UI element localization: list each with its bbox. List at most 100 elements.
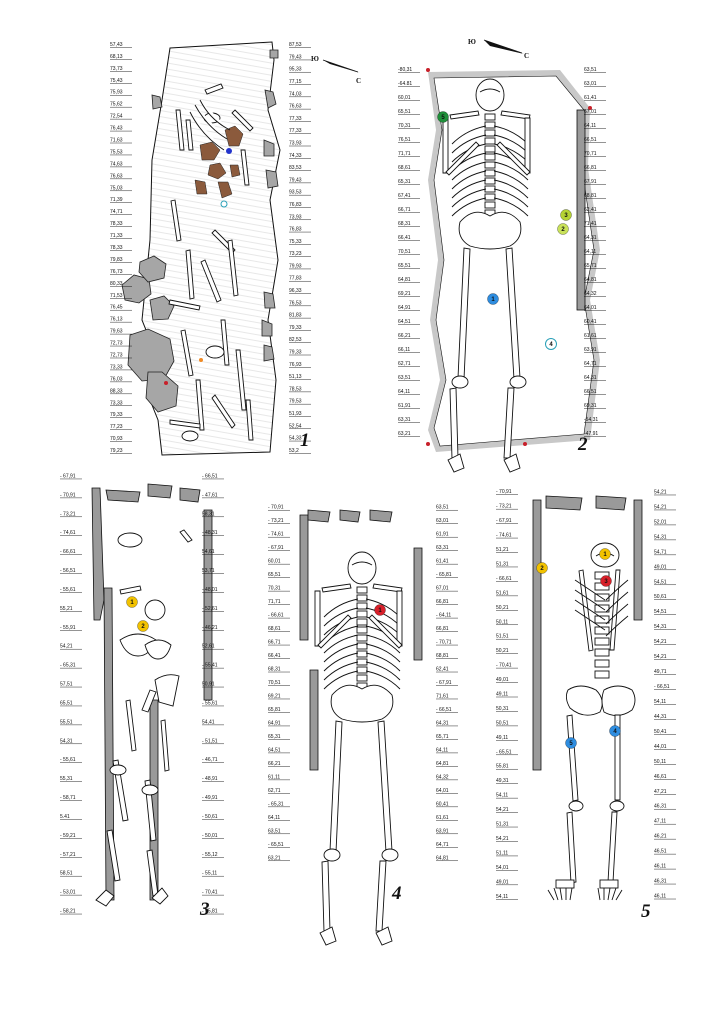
- wall-slab: [307, 509, 331, 523]
- elevation-label: - 55,12: [202, 852, 218, 858]
- find-marker: 4: [545, 338, 557, 350]
- skeleton-5: [547, 542, 636, 901]
- elevation-label: 63,51: [584, 67, 597, 73]
- find-number: 5: [569, 741, 573, 747]
- elevation-label: 62,41: [436, 667, 449, 673]
- elevation-label: 60,01: [268, 559, 281, 565]
- elevation-label: 64,11: [398, 389, 410, 395]
- elevation-label: 79,53: [289, 399, 302, 405]
- elevation-label: 79,33: [289, 350, 302, 356]
- bones-disarticulated: [95, 529, 193, 907]
- elevation-label: 70,71: [584, 151, 597, 157]
- elevation-label: 64,81: [398, 277, 411, 283]
- wall-slab: [633, 499, 643, 621]
- elevation-label: 75,03: [110, 185, 123, 191]
- wall-slab: [179, 487, 201, 503]
- elevation-label: 80,33: [110, 281, 123, 287]
- elevation-label: 51,21: [496, 547, 509, 553]
- elevation-label: - 65,81: [436, 572, 452, 578]
- elevation-label: 54,21: [654, 654, 667, 660]
- elevation-label: 78,33: [110, 221, 123, 227]
- elevation-label: 51,51: [496, 634, 509, 640]
- elevation-label: 64,71: [436, 842, 449, 848]
- elevation-label: 68,31: [268, 667, 281, 673]
- elevation-label: - 55,91: [60, 625, 76, 631]
- elevation-label: 77,33: [289, 116, 302, 122]
- elevation-label: 76,03: [110, 376, 123, 382]
- elevation-label: 63,01: [584, 81, 597, 87]
- elevation-label: - 73,21: [268, 518, 284, 524]
- elevation-label: 65,51: [398, 263, 411, 269]
- elevation-label: 70,51: [398, 249, 411, 255]
- elevation-label: 64,31: [436, 720, 449, 726]
- panel-2: 5 1 3 2 4 Ю С -80,31-64.: [398, 38, 606, 473]
- wall-slab: [545, 495, 583, 511]
- elevation-label: 70,93: [110, 436, 123, 442]
- elevation-label: - 58,71: [60, 795, 76, 801]
- elevation-label: - 66,61: [268, 613, 284, 619]
- elevation-label: 49,01: [654, 564, 667, 570]
- elevation-label: 63,31: [398, 417, 411, 423]
- elevation-label: 64,51: [398, 319, 411, 325]
- elevation-label: -64.81: [398, 81, 412, 87]
- elevation-label: 70,51: [268, 680, 281, 686]
- elevation-label: 66,81: [584, 165, 597, 171]
- elevation-label: 50,51: [496, 720, 509, 726]
- elevation-label: 66,51: [584, 137, 597, 143]
- panel-number: 2: [577, 434, 588, 455]
- elevation-label: 64,32: [584, 291, 597, 297]
- elevation-label: - 58,21: [60, 909, 76, 915]
- elevation-label: 71,33: [110, 233, 123, 239]
- elevation-label: - 66,61: [60, 549, 76, 555]
- elevation-label: 65,71: [436, 734, 449, 740]
- elevation-label: 68,81: [436, 653, 449, 659]
- elevation-label: 67,01: [584, 109, 597, 115]
- elevation-label: 50,21: [496, 605, 509, 611]
- elevation-label: - 74,61: [496, 533, 512, 539]
- find-number: 1: [378, 608, 382, 614]
- elevation-label: -47,91: [584, 431, 598, 437]
- elevation-label: 82,53: [289, 337, 302, 343]
- find-number: 3: [604, 579, 608, 585]
- elevation-label: 71,39: [110, 197, 123, 203]
- elevation-label: 54,71: [654, 549, 667, 555]
- elevation-label: - 67,91: [436, 680, 452, 686]
- wall-slab: [299, 514, 309, 641]
- elevation-label: 50,21: [496, 648, 509, 654]
- compass-south-label: Ю: [468, 38, 476, 46]
- elevation-label: 46,51: [654, 849, 667, 855]
- panel-number: 3: [199, 899, 210, 920]
- elevation-label: 64,01: [584, 305, 597, 311]
- elevation-label: - 70,41: [496, 663, 512, 669]
- compass-north-label: С: [524, 52, 529, 60]
- bones-scatter: [168, 83, 254, 442]
- elevation-label: - 55,81: [202, 909, 218, 915]
- elevation-label: 66,51: [584, 389, 597, 395]
- elevation-label: 71,71: [268, 599, 281, 605]
- find-marker: 3: [600, 575, 612, 587]
- elevation-label: 54,21: [654, 504, 667, 510]
- elevation-label: - 52,61: [202, 606, 218, 612]
- elevation-label: 74,03: [289, 91, 302, 97]
- elevation-label: 76,83: [289, 202, 302, 208]
- elevation-label: 54,01: [496, 865, 509, 871]
- elevation-label: 64,71: [584, 361, 597, 367]
- elevation-label: 51,13: [289, 374, 302, 380]
- elevation-label: - 55,11: [202, 871, 217, 877]
- panel-4: 1 - 70,91- 73,21- 74,61- 67,9160,0165,51…: [268, 505, 458, 946]
- elevation-label: 61,61: [436, 815, 449, 821]
- elevation-label: - 46,21: [202, 625, 218, 631]
- elevation-label: 76,53: [289, 300, 302, 306]
- north-arrow: Ю С: [311, 55, 361, 85]
- elevation-label: - 48,91: [202, 776, 218, 782]
- elevation-label: 81,83: [289, 313, 302, 319]
- find-number: 4: [613, 729, 617, 735]
- elevation-label: 71,53: [110, 293, 123, 299]
- elevation-label: -54,31: [584, 417, 598, 423]
- elevation-label: - 67,91: [496, 518, 512, 524]
- wall-slab: [339, 509, 361, 523]
- elevation-label: 65,51: [398, 109, 411, 115]
- elevation-label: - 50,01: [202, 833, 218, 839]
- elevation-label: 78,53: [289, 386, 302, 392]
